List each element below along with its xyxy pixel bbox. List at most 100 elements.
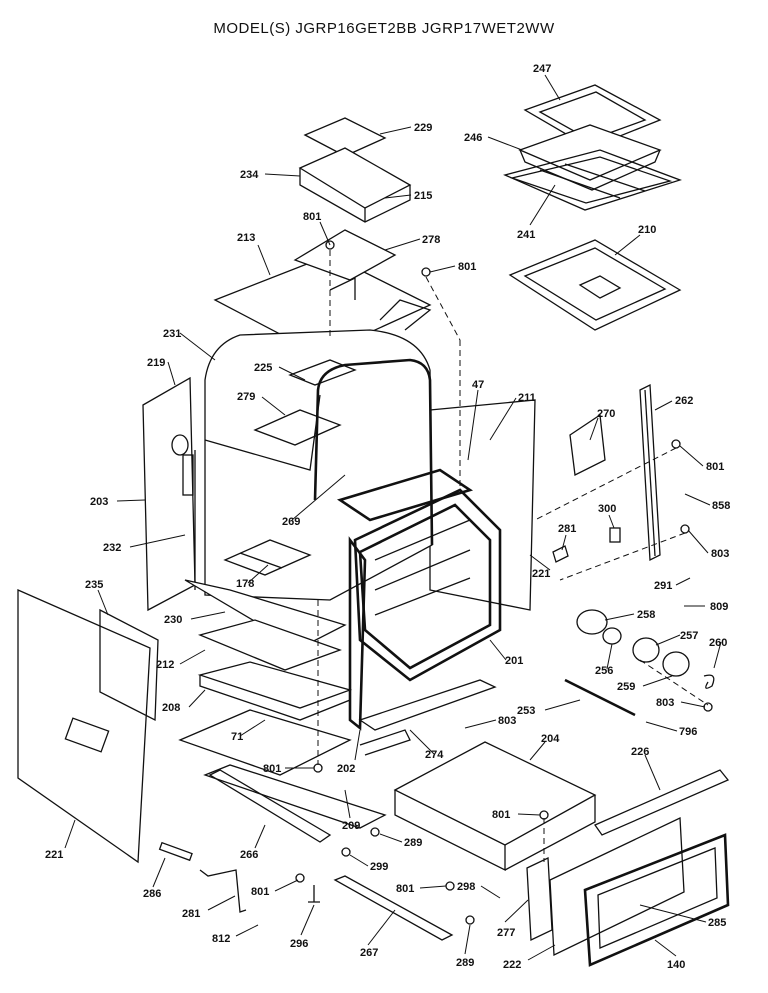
callout-221-left: 221 bbox=[45, 849, 63, 861]
callout-801-lower: 801 bbox=[396, 883, 414, 895]
callout-269: 269 bbox=[282, 516, 300, 528]
callout-801-base: 801 bbox=[263, 763, 281, 775]
part-212-drawing bbox=[197, 619, 342, 671]
part-259-drawing bbox=[662, 651, 690, 677]
callout-222: 222 bbox=[503, 959, 521, 971]
callout-277: 277 bbox=[497, 927, 515, 939]
callout-253: 253 bbox=[517, 705, 535, 717]
callout-803-rail: 803 bbox=[498, 715, 516, 727]
callout-257: 257 bbox=[680, 630, 698, 642]
leader-lines bbox=[64, 74, 722, 961]
callout-47: 47 bbox=[472, 379, 484, 391]
callout-258: 258 bbox=[637, 609, 655, 621]
callout-809: 809 bbox=[710, 601, 728, 613]
callout-267: 267 bbox=[360, 947, 378, 959]
part-201-drawing bbox=[353, 488, 502, 682]
part-226-drawing bbox=[594, 769, 730, 836]
part-221-drawing bbox=[17, 589, 151, 864]
callout-858: 858 bbox=[712, 500, 730, 512]
part-257-drawing bbox=[632, 637, 660, 663]
callout-256: 256 bbox=[595, 665, 613, 677]
callout-296: 296 bbox=[290, 938, 308, 950]
callout-286: 286 bbox=[143, 888, 161, 900]
part-253-drawing bbox=[564, 678, 636, 717]
part-202-drawing bbox=[348, 536, 367, 731]
part-267-drawing bbox=[333, 875, 454, 941]
part-234-drawing bbox=[298, 147, 412, 209]
part-260-drawing bbox=[703, 674, 715, 689]
callout-281-bottom: 281 bbox=[182, 908, 200, 920]
callout-803-right: 803 bbox=[711, 548, 729, 560]
part-71-drawing bbox=[178, 709, 352, 776]
callout-231: 231 bbox=[163, 328, 181, 340]
callout-234: 234 bbox=[240, 169, 259, 181]
callout-801-drawer: 801 bbox=[492, 809, 510, 821]
part-277-drawing bbox=[526, 856, 553, 942]
callout-202: 202 bbox=[337, 763, 355, 775]
part-258-drawing bbox=[576, 609, 608, 635]
callout-812: 812 bbox=[212, 933, 230, 945]
callout-801-right: 801 bbox=[706, 461, 724, 473]
callout-289-upper: 289 bbox=[404, 837, 422, 849]
part-274-drawing bbox=[358, 679, 497, 731]
callout-203: 203 bbox=[90, 496, 108, 508]
part-256-drawing bbox=[602, 627, 622, 645]
callout-289-lower: 289 bbox=[456, 957, 474, 969]
callout-232: 232 bbox=[103, 542, 121, 554]
callout-211: 211 bbox=[518, 392, 536, 404]
callout-278: 278 bbox=[422, 234, 440, 246]
callout-221-right: 221 bbox=[532, 568, 550, 580]
part-211-drawing bbox=[429, 399, 536, 611]
callout-71: 71 bbox=[231, 731, 243, 743]
callout-178: 178 bbox=[236, 578, 254, 590]
callout-208: 208 bbox=[162, 702, 180, 714]
callout-298: 298 bbox=[457, 881, 475, 893]
callout-801-top: 801 bbox=[303, 211, 321, 223]
callout-219: 219 bbox=[147, 357, 165, 369]
callout-801-lower-left: 801 bbox=[251, 886, 269, 898]
part-208-drawing bbox=[197, 661, 353, 709]
part-300-drawing bbox=[609, 527, 621, 543]
callout-140: 140 bbox=[667, 959, 685, 971]
callout-266: 266 bbox=[240, 849, 258, 861]
callout-201: 201 bbox=[505, 655, 523, 667]
callout-labels: 229 234 215 247 246 241 210 801 213 278 … bbox=[45, 63, 730, 971]
callout-285: 285 bbox=[708, 917, 726, 929]
callout-291: 291 bbox=[654, 580, 672, 592]
part-231-drawing bbox=[204, 329, 433, 601]
callout-259: 259 bbox=[617, 681, 635, 693]
callout-235: 235 bbox=[85, 579, 103, 591]
callout-241: 241 bbox=[517, 229, 535, 241]
callout-803-knob: 803 bbox=[656, 697, 674, 709]
callout-204: 204 bbox=[541, 733, 560, 745]
assembly-lines bbox=[317, 250, 709, 862]
callout-274: 274 bbox=[425, 749, 444, 761]
callout-300: 300 bbox=[598, 503, 616, 515]
part-286-drawing bbox=[158, 841, 193, 862]
part-241-drawing bbox=[503, 149, 682, 211]
part-210-drawing bbox=[508, 239, 682, 331]
callout-210: 210 bbox=[638, 224, 656, 236]
part-222-drawing bbox=[549, 816, 685, 957]
callout-225: 225 bbox=[254, 362, 272, 374]
part-281-drawing bbox=[552, 545, 569, 563]
callout-213: 213 bbox=[237, 232, 255, 244]
callout-247: 247 bbox=[533, 63, 551, 75]
callout-212: 212 bbox=[156, 659, 174, 671]
callout-230: 230 bbox=[164, 614, 182, 626]
callout-229: 229 bbox=[414, 122, 432, 134]
callout-215: 215 bbox=[414, 190, 432, 202]
callout-260: 260 bbox=[709, 637, 727, 649]
part-235-drawing bbox=[99, 608, 159, 722]
callout-281-clip: 281 bbox=[558, 523, 576, 535]
diagram-title: MODEL(S) JGRP16GET2BB JGRP17WET2WW bbox=[213, 20, 555, 37]
callout-299: 299 bbox=[370, 861, 388, 873]
callout-262: 262 bbox=[675, 395, 693, 407]
part-140-drawing bbox=[583, 833, 730, 967]
callout-796: 796 bbox=[679, 726, 697, 738]
part-shapes bbox=[17, 84, 730, 967]
part-266-drawing bbox=[208, 769, 332, 843]
part-219-drawing bbox=[142, 376, 196, 612]
part-281b-drawing bbox=[199, 869, 247, 913]
